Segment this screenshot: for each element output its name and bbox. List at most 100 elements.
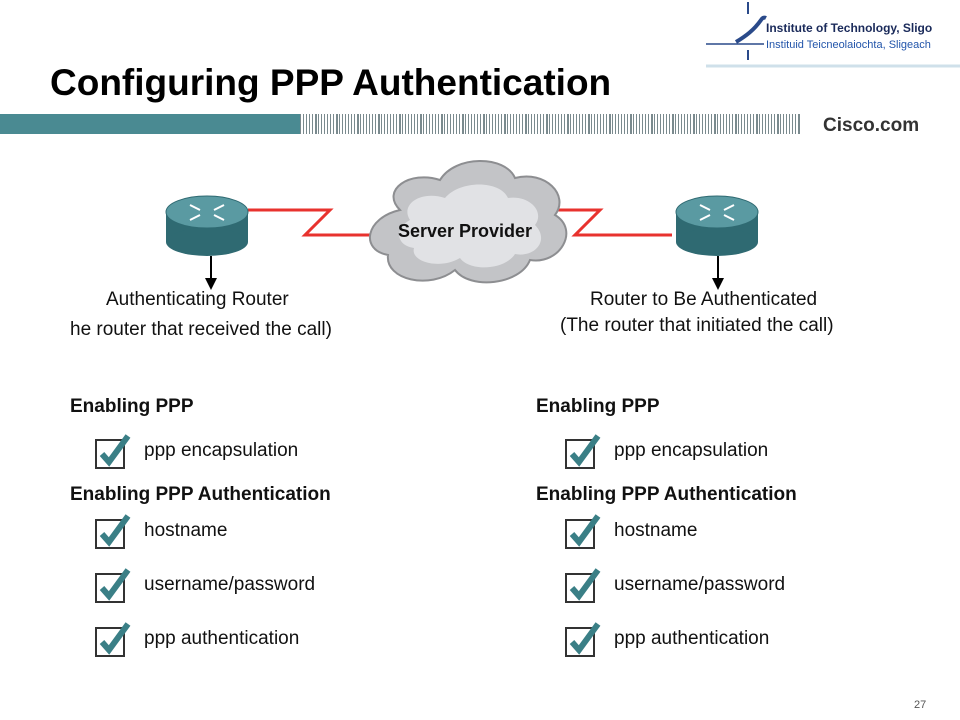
band-stripe: [729, 114, 730, 134]
band-stripe: [711, 114, 712, 134]
right-enabling-ppp-heading: Enabling PPP: [536, 396, 660, 417]
band-stripe: [438, 114, 439, 134]
band-stripe: [546, 114, 548, 134]
band-stripe: [708, 114, 709, 134]
band-stripe: [306, 114, 307, 134]
band-stripe: [483, 114, 485, 134]
band-stripe: [468, 114, 469, 134]
band-stripe: [345, 114, 346, 134]
band-stripe: [465, 114, 466, 134]
right-enabling-auth-heading: Enabling PPP Authentication: [536, 484, 797, 505]
band-stripe: [639, 114, 640, 134]
band-stripe: [615, 114, 616, 134]
item-label: username/password: [144, 574, 316, 595]
band-stripe: [492, 114, 493, 134]
checkbox-checked-icon: [95, 622, 131, 657]
band-stripe: [456, 114, 457, 134]
band-stripe: [564, 114, 565, 134]
band-stripe: [654, 114, 655, 134]
band-stripe: [621, 114, 622, 134]
logo-swoosh-icon: [706, 2, 960, 68]
band-stripe: [597, 114, 598, 134]
band-stripe: [576, 114, 577, 134]
band-stripe: [318, 114, 319, 134]
band-stripe: [300, 114, 301, 134]
band-stripe: [489, 114, 490, 134]
institute-name: Institute of Technology, Sligo: [766, 21, 933, 35]
right-link: [545, 208, 672, 237]
right-router-label-1: Router to Be Authenticated: [590, 289, 818, 310]
band-stripe: [321, 114, 322, 134]
band-stripe: [579, 114, 580, 134]
checkbox-checked-icon: [565, 514, 601, 549]
band-stripe: [675, 114, 676, 134]
band-stripe: [777, 114, 779, 134]
band-stripe: [504, 114, 506, 134]
band-stripe: [507, 114, 508, 134]
band-stripe: [324, 114, 325, 134]
band-stripe: [552, 114, 553, 134]
band-stripe: [732, 114, 733, 134]
band-stripe: [462, 114, 464, 134]
band-stripe: [384, 114, 385, 134]
page-number: 27: [914, 699, 927, 711]
band-stripe: [528, 114, 529, 134]
band-stripe: [726, 114, 727, 134]
band-stripe: [567, 114, 569, 134]
band-stripe: [420, 114, 422, 134]
band-stripe: [498, 114, 499, 134]
band-stripe: [471, 114, 472, 134]
band-stripe: [756, 114, 758, 134]
band-stripe: [390, 114, 391, 134]
band-stripe: [780, 114, 781, 134]
checkbox-checked-icon: [565, 622, 601, 657]
band-stripe: [378, 114, 380, 134]
band-stripe: [651, 114, 653, 134]
band-stripe: [429, 114, 430, 134]
band-stripe: [366, 114, 367, 134]
band-stripe: [609, 114, 611, 134]
band-stripe: [672, 114, 674, 134]
band-stripe: [396, 114, 397, 134]
band-stripe: [690, 114, 691, 134]
band-stripe: [570, 114, 571, 134]
band-stripe: [516, 114, 517, 134]
band-stripe: [363, 114, 364, 134]
band-stripe: [636, 114, 637, 134]
band-stripe: [642, 114, 643, 134]
band-stripe: [699, 114, 700, 134]
band-stripe: [417, 114, 418, 134]
band-stripe: [747, 114, 748, 134]
band-stripe: [441, 114, 443, 134]
band-stripe: [750, 114, 751, 134]
band-stripe: [477, 114, 478, 134]
band-stripe: [537, 114, 538, 134]
band-stripe: [594, 114, 595, 134]
band-stripe: [360, 114, 361, 134]
band-stripe: [309, 114, 310, 134]
band-stripe: [786, 114, 787, 134]
left-enabling-ppp-heading: Enabling PPP: [70, 396, 194, 417]
checkbox-checked-icon: [95, 434, 131, 469]
band-stripe: [588, 114, 590, 134]
band-stripe: [558, 114, 559, 134]
band-stripe: [336, 114, 338, 134]
left-link: [248, 208, 385, 237]
band-stripe: [450, 114, 451, 134]
band-stripe: [375, 114, 376, 134]
checkbox-checked-icon: [565, 434, 601, 469]
band-stripe: [663, 114, 664, 134]
band-stripe: [531, 114, 532, 134]
authenticated-router-icon: [675, 195, 759, 256]
band-stripe: [741, 114, 742, 134]
band-stripe: [522, 114, 523, 134]
institute-logo: [706, 0, 960, 78]
item-label: ppp encapsulation: [614, 440, 769, 461]
band-stripe: [753, 114, 754, 134]
band-stripe: [447, 114, 448, 134]
band-stripe: [660, 114, 661, 134]
band-stripe: [474, 114, 475, 134]
band-stripe: [381, 114, 382, 134]
band-stripe: [405, 114, 406, 134]
band-stripe: [681, 114, 682, 134]
